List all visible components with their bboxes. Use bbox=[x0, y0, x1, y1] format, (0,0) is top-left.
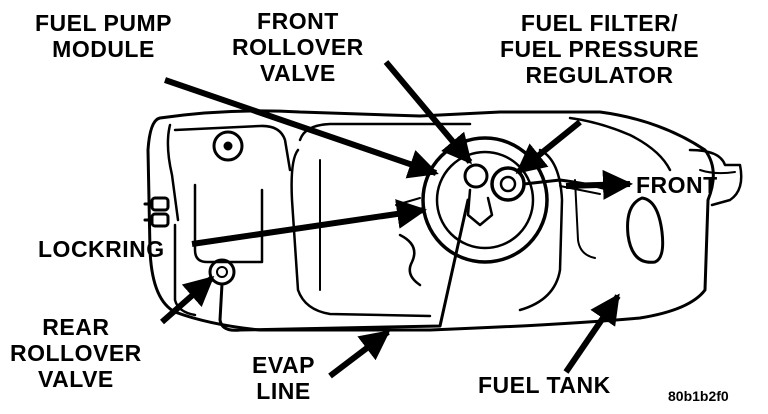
front-rollover-valve-shape bbox=[463, 163, 489, 189]
label-fuel-pump-module: FUEL PUMP MODULE bbox=[35, 10, 172, 62]
rear-rollover-valve-arrow bbox=[160, 275, 215, 325]
label-fuel-filter-regulator: FUEL FILTER/ FUEL PRESSURE REGULATOR bbox=[500, 10, 700, 88]
label-rear-rollover-valve: REAR ROLLOVER VALVE bbox=[10, 314, 142, 392]
label-lockring: LOCKRING bbox=[38, 236, 165, 262]
evap-line-tube bbox=[218, 198, 470, 332]
label-fuel-tank: FUEL TANK bbox=[478, 372, 611, 398]
fuel-filter-arrow bbox=[515, 119, 582, 175]
label-front-rollover-valve: FRONT ROLLOVER VALVE bbox=[232, 8, 364, 86]
fuel-tank-arrow bbox=[563, 293, 621, 374]
lockring-shape bbox=[421, 136, 549, 264]
front-arrow bbox=[565, 169, 633, 200]
left-fitting bbox=[212, 130, 244, 162]
tank-outline bbox=[146, 109, 715, 332]
label-evap-line: EVAP LINE bbox=[252, 352, 315, 404]
label-front: FRONT bbox=[636, 172, 718, 198]
figure-code: 80b1b2f0 bbox=[668, 388, 729, 404]
tank-right-opening bbox=[626, 196, 665, 264]
fuel-pump-module-arrow bbox=[164, 77, 439, 179]
evap-line-arrow bbox=[328, 329, 391, 379]
front-rollover-valve-arrow bbox=[383, 60, 473, 165]
lockring-arrow bbox=[191, 199, 427, 247]
